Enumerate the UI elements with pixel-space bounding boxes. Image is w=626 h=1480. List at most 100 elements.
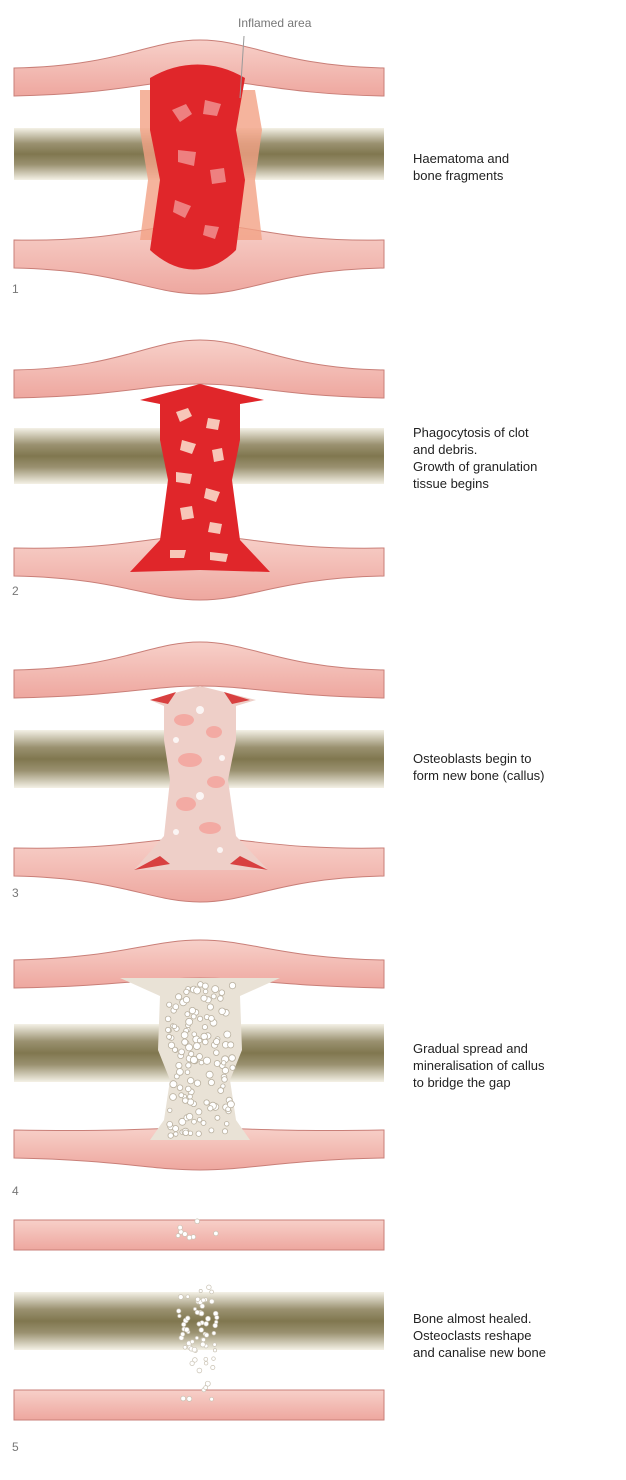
callus-granule xyxy=(211,994,216,999)
callus-granule xyxy=(178,1295,183,1300)
callus-granule xyxy=(190,1361,194,1365)
callus-granule xyxy=(207,1004,213,1010)
callus-granule xyxy=(203,1039,209,1045)
callus-granule xyxy=(178,1225,183,1230)
callus-granule xyxy=(200,1304,205,1309)
callus-granule xyxy=(181,1396,186,1401)
stage-4-illustration xyxy=(0,900,400,1190)
callus-granule xyxy=(177,1085,183,1091)
stage-1-caption-line: bone fragments xyxy=(413,167,623,184)
stage-5-number: 5 xyxy=(12,1440,19,1454)
callus-granule xyxy=(195,1336,198,1339)
callus-granule xyxy=(218,996,224,1002)
callus-granule xyxy=(176,1234,180,1238)
callus-granule xyxy=(213,1343,217,1347)
stage-2-caption: Phagocytosis of clot and debris. Growth … xyxy=(413,424,623,492)
stage-4-caption: Gradual spread and mineralisation of cal… xyxy=(413,1040,623,1091)
callus-granule xyxy=(174,1132,178,1136)
callus-granule xyxy=(212,1357,216,1361)
callus-granule xyxy=(185,1070,190,1075)
callus-granule xyxy=(196,1131,201,1136)
callus-granule xyxy=(230,1065,235,1070)
stage-5-caption-line: and canalise new bone xyxy=(413,1344,623,1361)
stage-5-caption: Bone almost healed. Osteoclasts reshape … xyxy=(413,1310,623,1361)
callus-granule xyxy=(204,1361,208,1365)
callus-granule xyxy=(197,1322,201,1326)
callus-granule xyxy=(168,1108,172,1112)
callus-granule xyxy=(218,1088,224,1094)
stage-1-caption-line: Haematoma and xyxy=(413,150,623,167)
stage-1-illustration xyxy=(0,0,400,290)
callus-granule xyxy=(222,1067,228,1073)
callus-granule xyxy=(168,1042,174,1048)
stage-2-caption-line: Growth of granulation xyxy=(413,458,623,475)
callus-granule xyxy=(204,1322,209,1327)
callus-granule xyxy=(198,1016,203,1021)
stage-3-illustration xyxy=(0,600,400,890)
callus-granule xyxy=(194,987,201,994)
callus-granule xyxy=(209,1299,214,1304)
callus-granule xyxy=(189,1007,195,1013)
callus-granule xyxy=(197,1368,202,1373)
callus-granule xyxy=(228,1042,234,1048)
callus-granule xyxy=(187,1396,192,1401)
callus-granule xyxy=(188,1078,194,1084)
callus-granule xyxy=(172,1024,177,1029)
callus-granule xyxy=(186,1086,192,1092)
stage-2-panel: 2 Phagocytosis of clot and debris. Growt… xyxy=(0,300,626,590)
callus-granule xyxy=(197,1038,202,1043)
callus-granule xyxy=(186,1316,190,1320)
callus-granule xyxy=(214,1231,219,1236)
callus-granule xyxy=(201,1033,208,1040)
stage-2-illustration xyxy=(0,300,400,590)
callus-granule xyxy=(229,1055,236,1062)
callus-granule xyxy=(202,1338,206,1342)
callus-granule xyxy=(195,1219,200,1224)
stage-5-caption-line: Osteoclasts reshape xyxy=(413,1327,623,1344)
callus-granule xyxy=(199,1060,204,1065)
callus-granule xyxy=(177,1309,181,1313)
callus-granule xyxy=(181,1032,188,1039)
callus-granule xyxy=(210,1397,214,1401)
callus-granule xyxy=(224,1031,231,1038)
callus-granule xyxy=(222,1129,227,1134)
callus-granule xyxy=(222,1061,226,1065)
callus-granule xyxy=(206,1316,211,1321)
stage-4-caption-line: to bridge the gap xyxy=(413,1074,623,1091)
stage-2-caption-line: and debris. xyxy=(413,441,623,458)
callus-granule xyxy=(194,1080,200,1086)
stage-3-caption-line: form new bone (callus) xyxy=(413,767,623,784)
callus-granule xyxy=(224,1122,229,1127)
stage-2-caption-line: tissue begins xyxy=(413,475,623,492)
callus-granule xyxy=(173,1126,179,1132)
callus-granule xyxy=(173,1004,179,1010)
callus-granule xyxy=(203,989,208,994)
callus-granule xyxy=(190,1056,197,1063)
callus-granule xyxy=(202,983,208,989)
callus-granule xyxy=(209,1128,214,1133)
stage-5-panel: 5 Bone almost healed. Osteoclasts reshap… xyxy=(0,1190,626,1480)
callus-granule xyxy=(177,1069,184,1076)
callus-granule xyxy=(200,1342,205,1347)
callus-granule xyxy=(215,1115,220,1120)
callus-granule xyxy=(189,1051,194,1056)
callus-granule xyxy=(212,1331,216,1335)
callus-granule xyxy=(201,995,207,1001)
callus-granule xyxy=(208,1079,214,1085)
callus-granule xyxy=(186,1063,191,1068)
callus-granule xyxy=(185,1012,190,1017)
callus-granule xyxy=(193,1043,200,1050)
callus-granule xyxy=(204,1333,208,1337)
callus-granule xyxy=(183,1232,188,1237)
callus-granule xyxy=(192,1119,197,1124)
callus-granule xyxy=(167,1034,172,1039)
callus-granule xyxy=(165,1016,171,1022)
callus-granule xyxy=(196,1109,202,1115)
callus-granule xyxy=(219,990,225,996)
callus-granule xyxy=(199,1328,204,1333)
stage-2-number: 2 xyxy=(12,584,19,598)
stage-4-caption-line: mineralisation of callus xyxy=(413,1057,623,1074)
callus-granule xyxy=(183,1345,187,1349)
callus-granule xyxy=(211,1365,215,1369)
